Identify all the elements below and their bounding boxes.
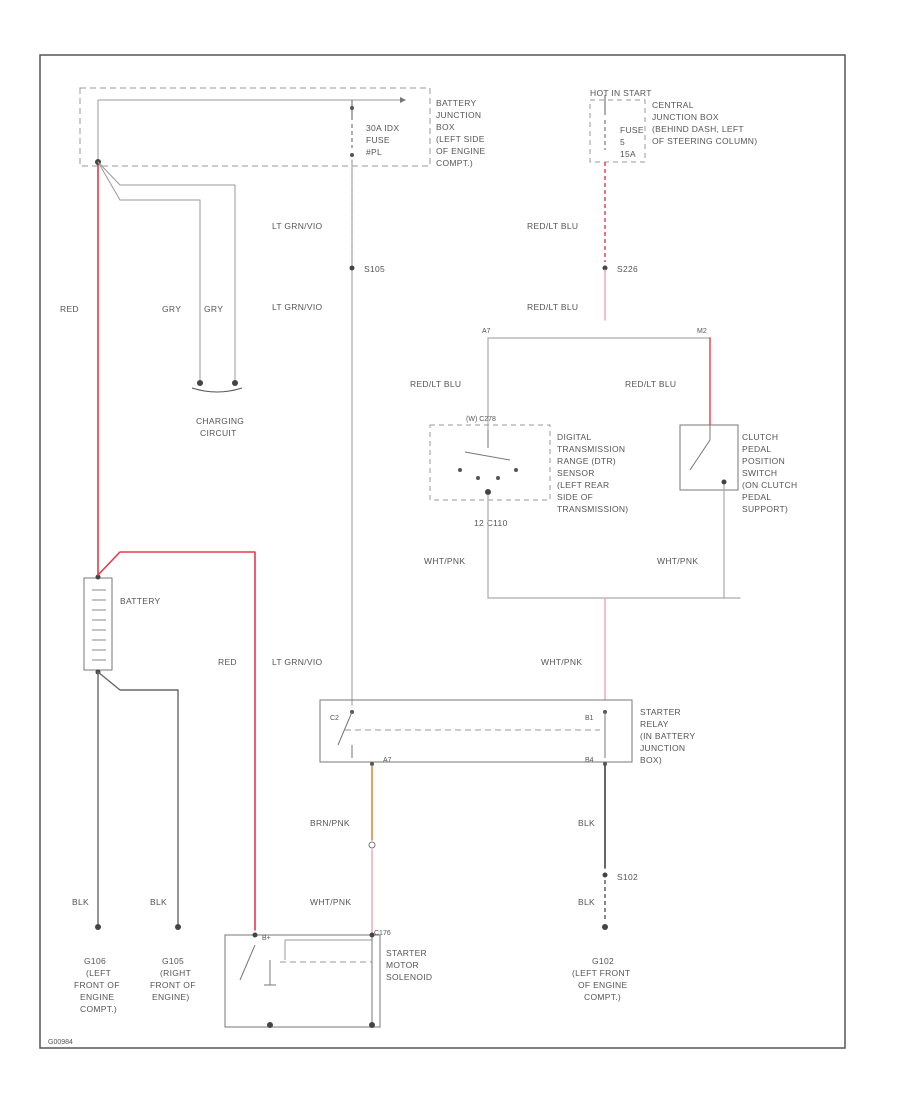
wht-pnk-label-1: WHT/PNK bbox=[424, 556, 465, 566]
hot-in-start-label: HOT IN START bbox=[590, 88, 652, 98]
charging-circuit-label: CHARGING CIRCUIT bbox=[196, 416, 247, 438]
splice-s102 bbox=[602, 872, 608, 878]
dtr-sensor-switch bbox=[429, 424, 551, 501]
gry-label-2: GRY bbox=[204, 304, 223, 314]
red-lt-blu-label-2: RED/LT BLU bbox=[527, 302, 578, 312]
diagram-id: G00984 bbox=[48, 1039, 73, 1046]
diagram-frame bbox=[39, 54, 846, 1049]
pin-a7b-label: A7 bbox=[383, 757, 392, 764]
lt-grn-vio-label-3: LT GRN/VIO bbox=[272, 657, 322, 667]
s226-label: S226 bbox=[617, 264, 638, 274]
central-junction-box bbox=[589, 95, 646, 163]
pin-c2-label: C2 bbox=[330, 715, 339, 722]
starter-relay bbox=[319, 699, 633, 766]
c2-label: (W) C278 bbox=[466, 416, 496, 423]
central-junction-box-label: CENTRAL JUNCTION BOX (BEHIND DASH, LEFT … bbox=[652, 100, 757, 146]
red-lt-blu-label-4: RED/LT BLU bbox=[625, 379, 676, 389]
splice-s226 bbox=[602, 265, 608, 271]
battery-symbol bbox=[83, 574, 113, 675]
red-lt-blu-label-3: RED/LT BLU bbox=[410, 379, 461, 389]
pin-m2-label: M2 bbox=[697, 328, 707, 335]
gry-label-1: GRY bbox=[162, 304, 181, 314]
wht-pnk-label-4: WHT/PNK bbox=[310, 897, 351, 907]
clutch-switch bbox=[679, 424, 739, 491]
red-wire-battery-starter bbox=[97, 551, 256, 931]
charging-connector bbox=[191, 380, 243, 393]
red-wire-label-2: RED bbox=[218, 657, 237, 667]
blk-label-2: BLK bbox=[150, 897, 167, 907]
blk-wire-g105 bbox=[97, 671, 179, 926]
g106-label: G106 (LEFT FRONT OF ENGINE COMPT.) bbox=[74, 956, 122, 1014]
s102-label: S102 bbox=[617, 872, 638, 882]
fuse-5-label: FUSE 5 15A bbox=[620, 125, 647, 159]
brn-pnk-label: BRN/PNK bbox=[310, 818, 350, 828]
wht-pnk-label-2: WHT/PNK bbox=[657, 556, 698, 566]
red-lt-blu-label-1: RED/LT BLU bbox=[527, 221, 578, 231]
c110-label: 12 C110 bbox=[474, 518, 508, 528]
starter-relay-label: STARTER RELAY (IN BATTERY JUNCTION BOX) bbox=[640, 707, 698, 765]
g105-label: G105 (RIGHT FRONT OF ENGINE) bbox=[150, 956, 198, 1002]
battery-junction-box-label: BATTERY JUNCTION BOX (LEFT SIDE OF ENGIN… bbox=[436, 98, 488, 168]
clutch-switch-label: CLUTCH PEDAL POSITION SWITCH (ON CLUTCH … bbox=[742, 432, 800, 514]
fuse-30-label: 30A IDX FUSE #PL bbox=[366, 123, 402, 157]
blk-label-4: BLK bbox=[578, 897, 595, 907]
g102-label: G102 (LEFT FRONT OF ENGINE COMPT.) bbox=[572, 956, 633, 1002]
lt-grn-vio-label-2: LT GRN/VIO bbox=[272, 302, 322, 312]
dtr-sensor-label: DIGITAL TRANSMISSION RANGE (DTR) SENSOR … bbox=[557, 432, 628, 514]
wht-pnk-label-3: WHT/PNK bbox=[541, 657, 582, 667]
blk-label-3: BLK bbox=[578, 818, 595, 828]
gry-wire-1 bbox=[97, 161, 236, 381]
battery-junction-box bbox=[79, 87, 431, 167]
lt-grn-vio-label-1: LT GRN/VIO bbox=[272, 221, 322, 231]
battery-label: BATTERY bbox=[120, 596, 161, 606]
pin-b1-label: B1 bbox=[585, 715, 594, 722]
ground-g106 bbox=[95, 924, 101, 930]
c176-label: C176 bbox=[374, 930, 391, 937]
connector-c104 bbox=[368, 841, 376, 849]
pin-b4-label: B4 bbox=[585, 757, 594, 764]
ground-g105 bbox=[175, 924, 181, 930]
pin-a7-label: A7 bbox=[482, 328, 491, 335]
red-wire-label: RED bbox=[60, 304, 79, 314]
s105-label: S105 bbox=[364, 264, 385, 274]
blk-label-1: BLK bbox=[72, 897, 89, 907]
starter-motor-solenoid bbox=[224, 932, 381, 1028]
splice-s105 bbox=[349, 265, 355, 271]
starter-motor-label: STARTER MOTOR SOLENOID bbox=[386, 948, 432, 982]
gry-wire-2 bbox=[97, 161, 201, 381]
b-plus-label: B+ bbox=[262, 935, 271, 942]
ground-g102 bbox=[602, 924, 608, 930]
